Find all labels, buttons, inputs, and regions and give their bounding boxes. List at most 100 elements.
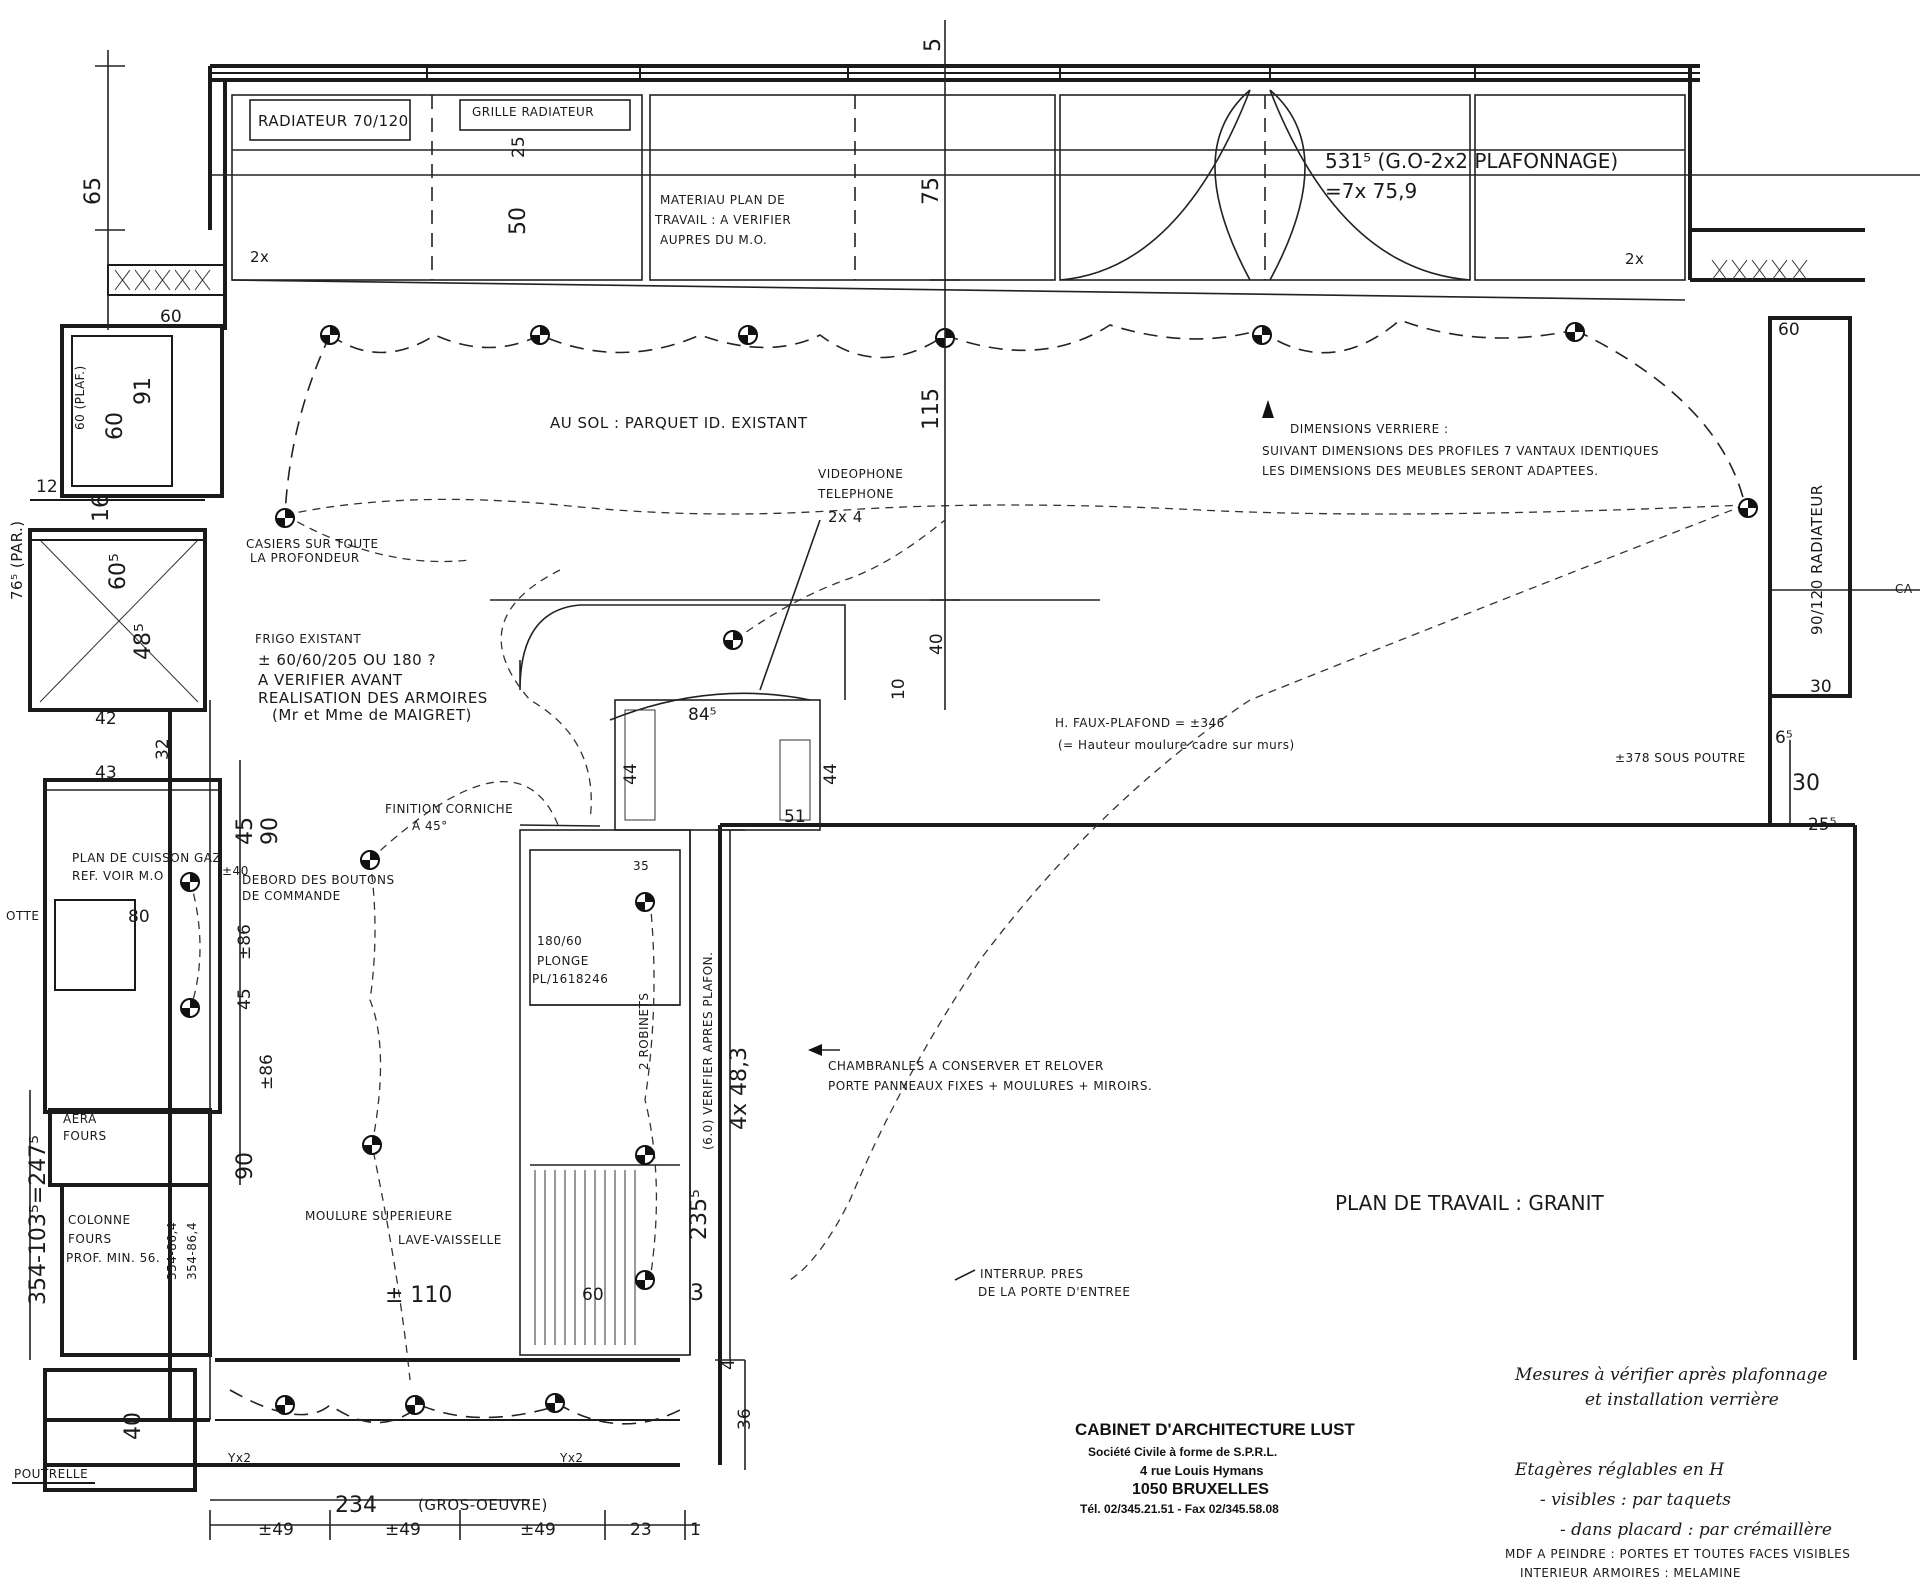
light-fixture-icon (545, 1393, 565, 1413)
ceiling-lights (180, 322, 1758, 1415)
dimension-60-a: 60 (160, 307, 182, 327)
dimension-23: 23 (630, 1520, 652, 1540)
dimension-10: 10 (889, 678, 909, 700)
dimension-6-5-right: 6⁵ (1775, 728, 1793, 748)
dimension-35: 35 (633, 859, 649, 873)
light-fixture-icon (1565, 322, 1585, 342)
dimension-90-a: 90 (258, 817, 283, 845)
dimension-86-a: ±86 (235, 924, 255, 960)
y-x2-marker-b: Yx2 (559, 1451, 584, 1465)
faux-plafond-1: H. FAUX-PLAFOND = ±346 (1055, 716, 1225, 730)
electrical-wiring (189, 319, 1746, 1425)
au-sol-label: AU SOL : PARQUET ID. EXISTANT (550, 414, 808, 432)
architect-stamp: CABINET D'ARCHITECTURE LUST Société Civi… (1075, 1420, 1355, 1516)
dimension-86-b: ±86 (257, 1054, 277, 1090)
chambranles-1: CHAMBRANLES A CONSERVER ET RELOVER (828, 1059, 1104, 1073)
hatched-wall-left (114, 269, 211, 291)
dimension-4x48-3: 4x 48,3 (727, 1047, 752, 1130)
dimension-91: 91 (131, 377, 156, 405)
upper-cabinets (231, 89, 1686, 301)
lave-vaisselle-label: LAVE-VAISSELLE (398, 1233, 502, 1247)
poutrelle-label: POUTRELLE (14, 1467, 88, 1481)
videophone-label-3: 2x 4 (828, 508, 863, 526)
note-etageres: Etagères réglables en H (1514, 1460, 1725, 1480)
plonge-label-1: 180/60 (537, 934, 582, 948)
light-fixture-icon (275, 1395, 295, 1415)
light-fixture-icon (635, 892, 655, 912)
plan-cuisson-1: PLAN DE CUISSON GAZ (72, 851, 221, 865)
dimension-44-a: 44 (621, 763, 641, 785)
frigo-label-3: A VERIFIER AVANT (258, 671, 403, 689)
dimension-80: 80 (128, 907, 150, 927)
aera-fours-2: FOURS (63, 1129, 107, 1143)
light-fixture-icon (530, 325, 550, 345)
light-fixture-icon (360, 850, 380, 870)
note-placard: - dans placard : par crémaillère (1560, 1520, 1832, 1540)
dimension-lines (29, 20, 1920, 1540)
dimensions-verriere-3: LES DIMENSIONS DES MEUBLES SERONT ADAPTE… (1262, 464, 1599, 478)
plonge-label-3: PL/1618246 (532, 972, 608, 986)
sous-poutre-label: ±378 SOUS POUTRE (1615, 751, 1746, 765)
dimension-42: 42 (95, 709, 117, 729)
dimension-49-c: ±49 (520, 1520, 556, 1540)
frigo-label-5: (Mr et Mme de MAIGRET) (272, 706, 472, 724)
light-fixture-icon (180, 872, 200, 892)
note-visibles: - visibles : par taquets (1540, 1490, 1731, 1510)
dimension-90-b: 90 (233, 1152, 258, 1180)
handwritten-notes: Mesures à vérifier après plafonnage et i… (1505, 1365, 1850, 1580)
verifier-plafon-label: (6.0) VERIFIER APRES PLAFON. (701, 952, 715, 1150)
dimension-115: 115 (919, 388, 944, 430)
dimension-110: ± 110 (385, 1283, 452, 1308)
frigo-label-1: FRIGO EXISTANT (255, 632, 361, 646)
dimension-50: 50 (506, 207, 531, 235)
dimension-84-5: 84⁵ (688, 705, 716, 725)
dimension-16: 16 (89, 494, 114, 522)
note-mesures: Mesures à vérifier après plafonnage (1514, 1365, 1827, 1385)
light-fixture-icon (275, 508, 295, 528)
chambranles-2: PORTE PANNEAUX FIXES + MOULURES + MIROIR… (828, 1079, 1152, 1093)
frigo-label-4: REALISATION DES ARMOIRES (258, 689, 488, 707)
materiau-label-1: MATERIAU PLAN DE (660, 193, 785, 207)
radiateur-right-label: 90/120 RADIATEUR (1808, 484, 1826, 635)
stamp-line-5: Tél. 02/345.21.51 - Fax 02/345.58.08 (1080, 1502, 1279, 1516)
dimension-75: 75 (919, 177, 944, 205)
plonge-label-2: PLONGE (537, 954, 589, 968)
two-x-left-label: 2x (250, 248, 269, 266)
dimension-40: 40 (927, 633, 947, 655)
dimension-234: 234 (335, 1493, 377, 1518)
finition-corniche-2: A 45° (412, 819, 448, 833)
y-x2-marker-a: Yx2 (227, 1451, 252, 1465)
materiau-label-3: AUPRES DU M.O. (660, 233, 767, 247)
dimension-49-a: ±49 (258, 1520, 294, 1540)
ca-label: CA (1895, 582, 1913, 596)
dimension-36: 36 (735, 1408, 755, 1430)
casiers-label-2: LA PROFONDEUR (250, 551, 360, 565)
light-fixture-icon (738, 325, 758, 345)
light-fixture-icon (1738, 498, 1758, 518)
debord-boutons-1: DEBORD DES BOUTONS (242, 873, 395, 887)
grille-radiateur-label: GRILLE RADIATEUR (472, 105, 594, 119)
light-fixture-icon (635, 1270, 655, 1290)
note-mdf: MDF A PEINDRE : PORTES ET TOUTES FACES V… (1505, 1547, 1850, 1561)
stamp-line-3: 4 rue Louis Hymans (1140, 1463, 1264, 1478)
dimension-43: 43 (95, 763, 117, 783)
videophone-label-2: TELEPHONE (817, 487, 894, 501)
dimension-30-right: 30 (1810, 677, 1832, 697)
dimensions-verriere-1: DIMENSIONS VERRIERE : (1290, 422, 1449, 436)
dimension-5: 5 (921, 38, 946, 52)
gros-oeuvre-label: (GROS-OEUVRE) (418, 1496, 548, 1514)
dimension-32: 32 (153, 738, 173, 760)
annotation-arrows (519, 400, 1274, 1281)
walls (12, 64, 1865, 1492)
stamp-line-1: CABINET D'ARCHITECTURE LUST (1075, 1420, 1355, 1439)
dimension-25: 25 (509, 136, 529, 158)
dimension-60-right: 60 (1778, 320, 1800, 340)
dimension-65: 65 (81, 177, 106, 205)
two-x-right-label: 2x (1625, 250, 1644, 268)
radiateur-top-label: RADIATEUR 70/120 (258, 112, 409, 130)
colonne-label-3: PROF. MIN. 56. (66, 1251, 160, 1265)
casiers-label-1: CASIERS SUR TOUTE (246, 537, 379, 551)
dimension-235-5: 235⁵ (687, 1189, 712, 1240)
colonne-label-2: FOURS (68, 1232, 112, 1246)
plan-travail-label: PLAN DE TRAVAIL : GRANIT (1335, 1191, 1604, 1215)
